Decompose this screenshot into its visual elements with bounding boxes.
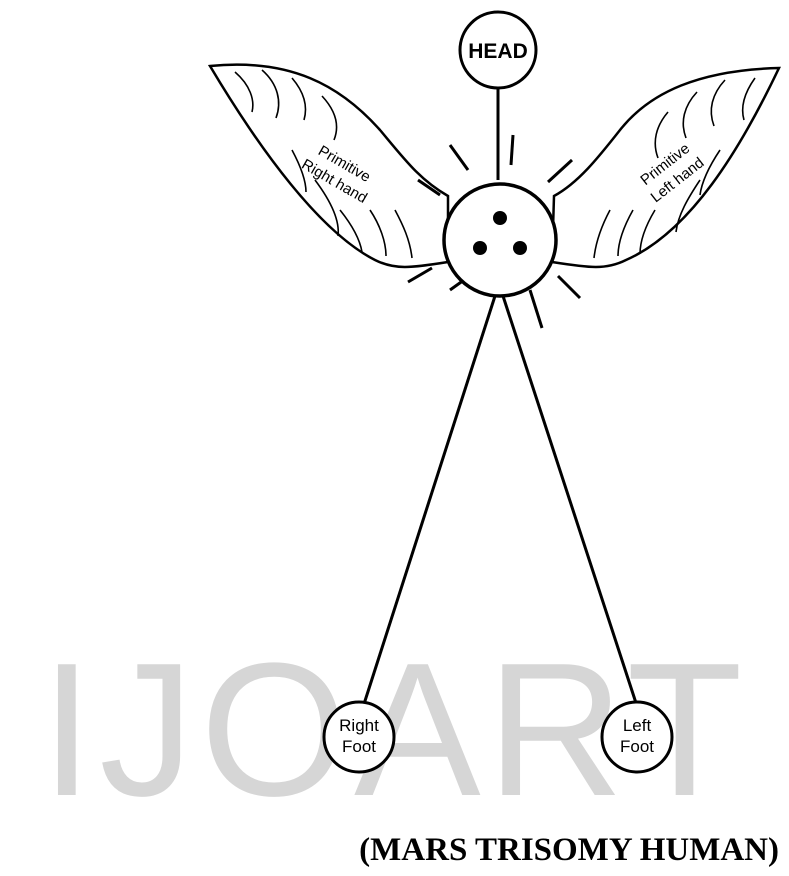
right-foot-label-line1: Right [339, 716, 379, 735]
chromosome-dot-right [513, 241, 527, 255]
left-foot-label-line2: Foot [620, 737, 654, 756]
figure-caption: (MARS TRISOMY HUMAN) [359, 832, 779, 869]
trisomy-core [444, 184, 556, 296]
right-foot-label-line2: Foot [342, 737, 376, 756]
chromosome-dot-left [473, 241, 487, 255]
right-foot-node: Right Foot [324, 702, 394, 772]
right-foot-connector [364, 296, 495, 704]
right-hand-wing [210, 65, 448, 267]
head-node: HEAD [460, 12, 536, 88]
left-foot-connector [503, 296, 636, 703]
chromosome-dot-top [493, 211, 507, 225]
left-foot-label-line1: Left [623, 716, 652, 735]
head-label: HEAD [468, 40, 528, 63]
left-foot-node: Left Foot [602, 702, 672, 772]
